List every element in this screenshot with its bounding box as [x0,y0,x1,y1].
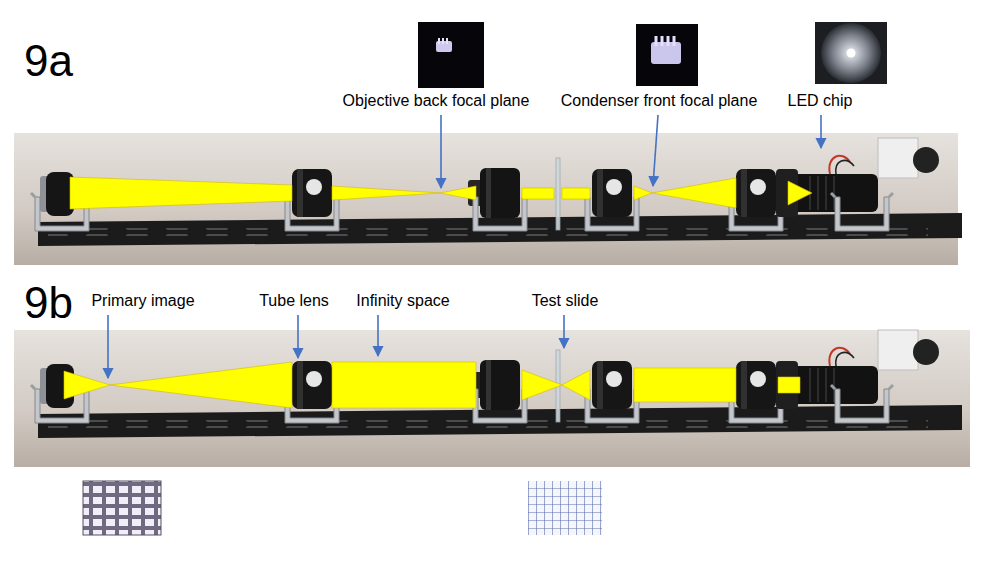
back-focal-plane-image [418,22,484,88]
callout-label: LED chip [788,92,853,110]
figure-number: 9b [24,278,73,329]
callout-label: Tube lens [259,292,329,310]
callout-label: Objective back focal plane [343,92,530,110]
leader-arrows [108,115,821,378]
primary-image-photo [83,481,161,535]
condenser-focal-plane-image [636,24,698,86]
callout-label: Test slide [532,292,599,310]
test-slide-grid-photo [528,481,602,535]
led-chip-image [815,22,887,84]
light-beam [64,362,800,408]
callout-label: Primary image [91,292,194,310]
callout-label: Infinity space [356,292,449,310]
figure-number: 9a [24,36,73,87]
callout-label: Condenser front focal plane [561,92,758,110]
bench-photo-9b [14,330,970,467]
bench-photo-9a [14,133,962,265]
